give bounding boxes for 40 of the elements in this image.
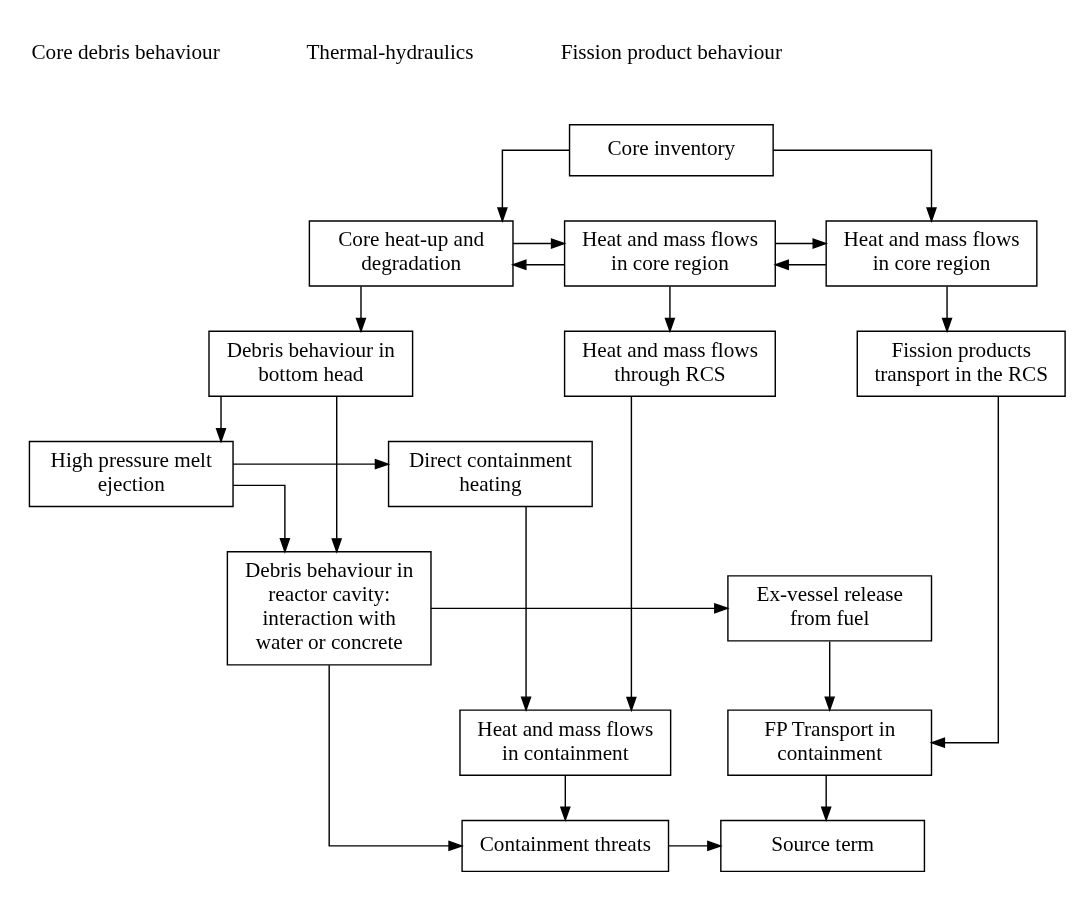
- node-box: Heat and mass flows in core region: [563, 219, 776, 287]
- arrow: [328, 664, 464, 851]
- node-box: Heat and mass flows through RCS: [563, 330, 776, 397]
- arrow: [772, 149, 937, 223]
- arrow: [941, 285, 953, 333]
- node-box: Heat and mass flows in containment: [459, 708, 672, 776]
- node-box: Fission products transport in the RCS: [856, 330, 1066, 397]
- label: Thermal-hydraulics: [306, 39, 474, 64]
- node-box: High pressure melt ejection: [28, 440, 234, 507]
- arrow: [773, 258, 827, 270]
- arrow: [512, 237, 567, 249]
- node-box: Source term: [720, 819, 926, 872]
- arrow: [774, 237, 829, 249]
- node-box: Containment threats: [461, 819, 670, 872]
- arrow: [232, 458, 391, 470]
- node-box: Heat and mass flows in core region: [825, 219, 1038, 287]
- label: Fission product behaviour: [560, 39, 782, 64]
- node-box: Core heat-up and degradation: [308, 219, 514, 287]
- label: Core debris behaviour: [31, 39, 220, 64]
- arrow: [820, 774, 832, 822]
- arrow: [929, 395, 999, 748]
- arrow: [430, 602, 730, 614]
- node-box: Core inventory: [568, 123, 774, 176]
- arrow: [668, 839, 723, 851]
- arrow: [625, 395, 637, 712]
- arrow: [355, 285, 367, 333]
- arrow: [511, 258, 565, 270]
- arrow: [331, 395, 343, 554]
- node-box: Debris behaviour in bottom head: [208, 330, 414, 397]
- arrow: [232, 484, 291, 554]
- arrow: [215, 395, 227, 443]
- node-box: Debris behaviour in reactor cavity: interaction with water or concrete: [226, 550, 432, 666]
- arrow: [664, 285, 676, 333]
- node-box: Ex-vessel release from fuel: [727, 574, 933, 642]
- arrow: [824, 640, 836, 712]
- arrow: [559, 774, 571, 822]
- node-box: Direct containment heating: [387, 440, 593, 507]
- node-box: FP Transport in containment: [727, 708, 933, 776]
- arrow: [496, 149, 570, 223]
- arrow: [520, 505, 532, 712]
